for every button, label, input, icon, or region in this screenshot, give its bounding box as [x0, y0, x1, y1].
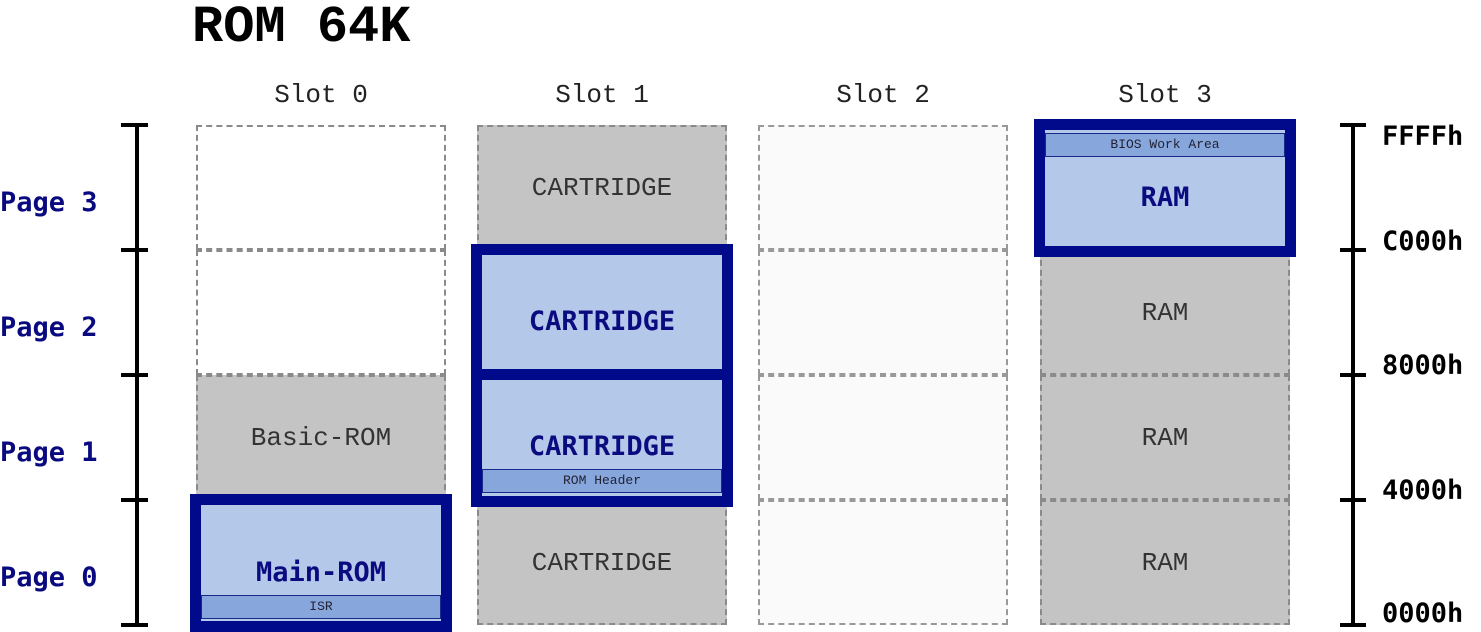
- cartridge-page1-block: CARTRIDGE ROM Header: [471, 369, 733, 507]
- address-c000: C000h: [1382, 226, 1464, 257]
- slot3-page2-cell: RAM: [1040, 250, 1290, 375]
- slot2-page2-cell: [758, 250, 1008, 375]
- right-ruler: [1340, 123, 1366, 627]
- slot3-page1-label: RAM: [1141, 422, 1189, 453]
- address-4000: 4000h: [1382, 475, 1464, 506]
- page-label-1: Page 1: [0, 437, 98, 468]
- page-label-0: Page 0: [0, 562, 98, 593]
- left-ruler: [121, 123, 148, 627]
- isr-bar: ISR: [201, 595, 441, 619]
- slot3-page0-label: RAM: [1141, 547, 1189, 578]
- ram-page3-label: RAM: [1140, 182, 1190, 213]
- slot2-page1-cell: [758, 375, 1008, 500]
- ram-page3-block: BIOS Work Area RAM: [1034, 119, 1296, 257]
- main-rom-label: Main-ROM: [255, 557, 387, 588]
- cartridge-page2-block: CARTRIDGE: [471, 244, 733, 382]
- slot-label-1: Slot 1: [555, 80, 649, 110]
- rom-header-bar: ROM Header: [482, 469, 722, 493]
- page-label-2: Page 2: [0, 312, 98, 343]
- slot-label-0: Slot 0: [274, 80, 368, 110]
- slot2-page3-cell: [758, 125, 1008, 250]
- page-label-3: Page 3: [0, 187, 98, 218]
- slot2-page0-cell: [758, 500, 1008, 625]
- slot1-page3-label: CARTRIDGE: [531, 172, 673, 203]
- address-8000: 8000h: [1382, 350, 1464, 381]
- slot3-page0-cell: RAM: [1040, 500, 1290, 625]
- slot0-page1-label: Basic-ROM: [250, 422, 392, 453]
- slot3-page1-cell: RAM: [1040, 375, 1290, 500]
- cartridge-page1-label: CARTRIDGE: [528, 431, 676, 462]
- diagram-title: ROM 64K: [192, 0, 411, 57]
- address-0000: 0000h: [1382, 598, 1464, 629]
- slot-label-2: Slot 2: [836, 80, 930, 110]
- slot1-page3-cell: CARTRIDGE: [477, 125, 727, 250]
- slot0-page1-cell: Basic-ROM: [196, 375, 446, 500]
- slot0-page2-cell: [196, 250, 446, 375]
- slot1-page0-label: CARTRIDGE: [531, 547, 673, 578]
- bios-work-area-bar: BIOS Work Area: [1045, 133, 1285, 157]
- main-rom-block: Main-ROM ISR: [190, 494, 452, 632]
- slot-label-3: Slot 3: [1118, 80, 1212, 110]
- address-ffff: FFFFh: [1382, 121, 1464, 152]
- slot1-page0-cell: CARTRIDGE: [477, 500, 727, 625]
- cartridge-page2-label: CARTRIDGE: [528, 306, 676, 337]
- slot3-page2-label: RAM: [1141, 297, 1189, 328]
- slot0-page3-cell: [196, 125, 446, 250]
